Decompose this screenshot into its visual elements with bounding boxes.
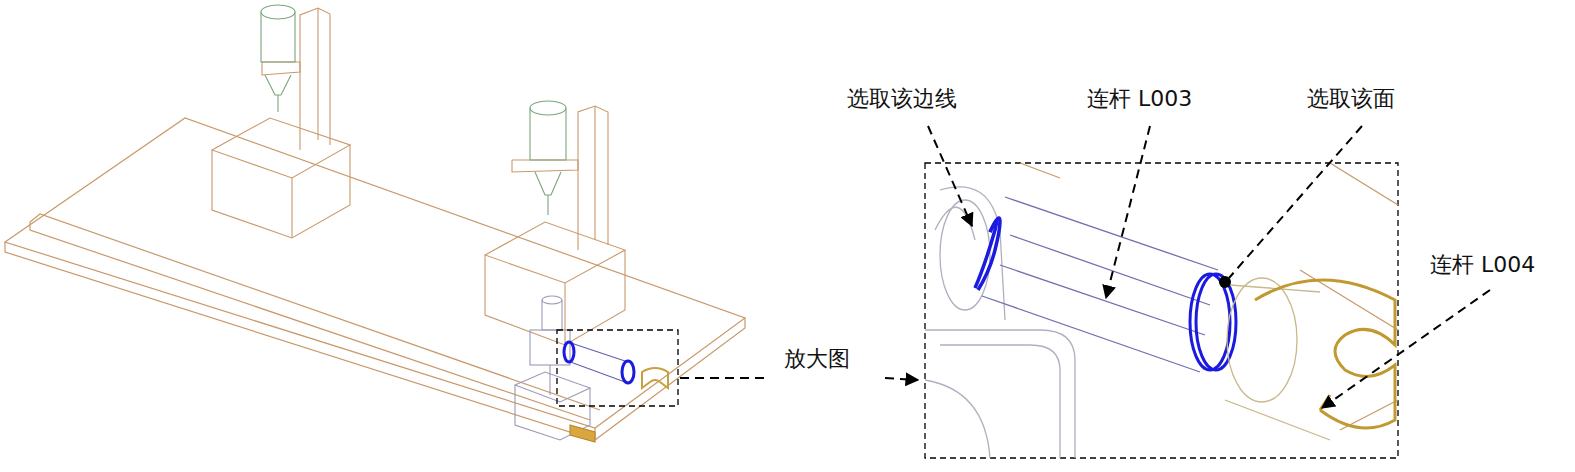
callout-label: 选取该面 — [1305, 86, 1397, 112]
dispenser-machine — [212, 5, 350, 238]
callout-label: 连杆 L003 — [1085, 86, 1194, 112]
leader-line — [680, 377, 770, 379]
zoom-frame — [557, 330, 678, 406]
magnified-view — [925, 163, 1398, 458]
base-plate — [5, 118, 745, 440]
zoom-frame — [925, 163, 1398, 458]
callout-label: 选取该边线 — [845, 86, 959, 112]
callout-label: 连杆 L004 — [1428, 252, 1537, 278]
leader-lines — [928, 126, 1490, 408]
small-assembly — [515, 296, 668, 442]
view-label: 放大图 — [782, 346, 852, 372]
leader-arrow — [885, 378, 918, 380]
dispenser-machine — [485, 101, 625, 345]
